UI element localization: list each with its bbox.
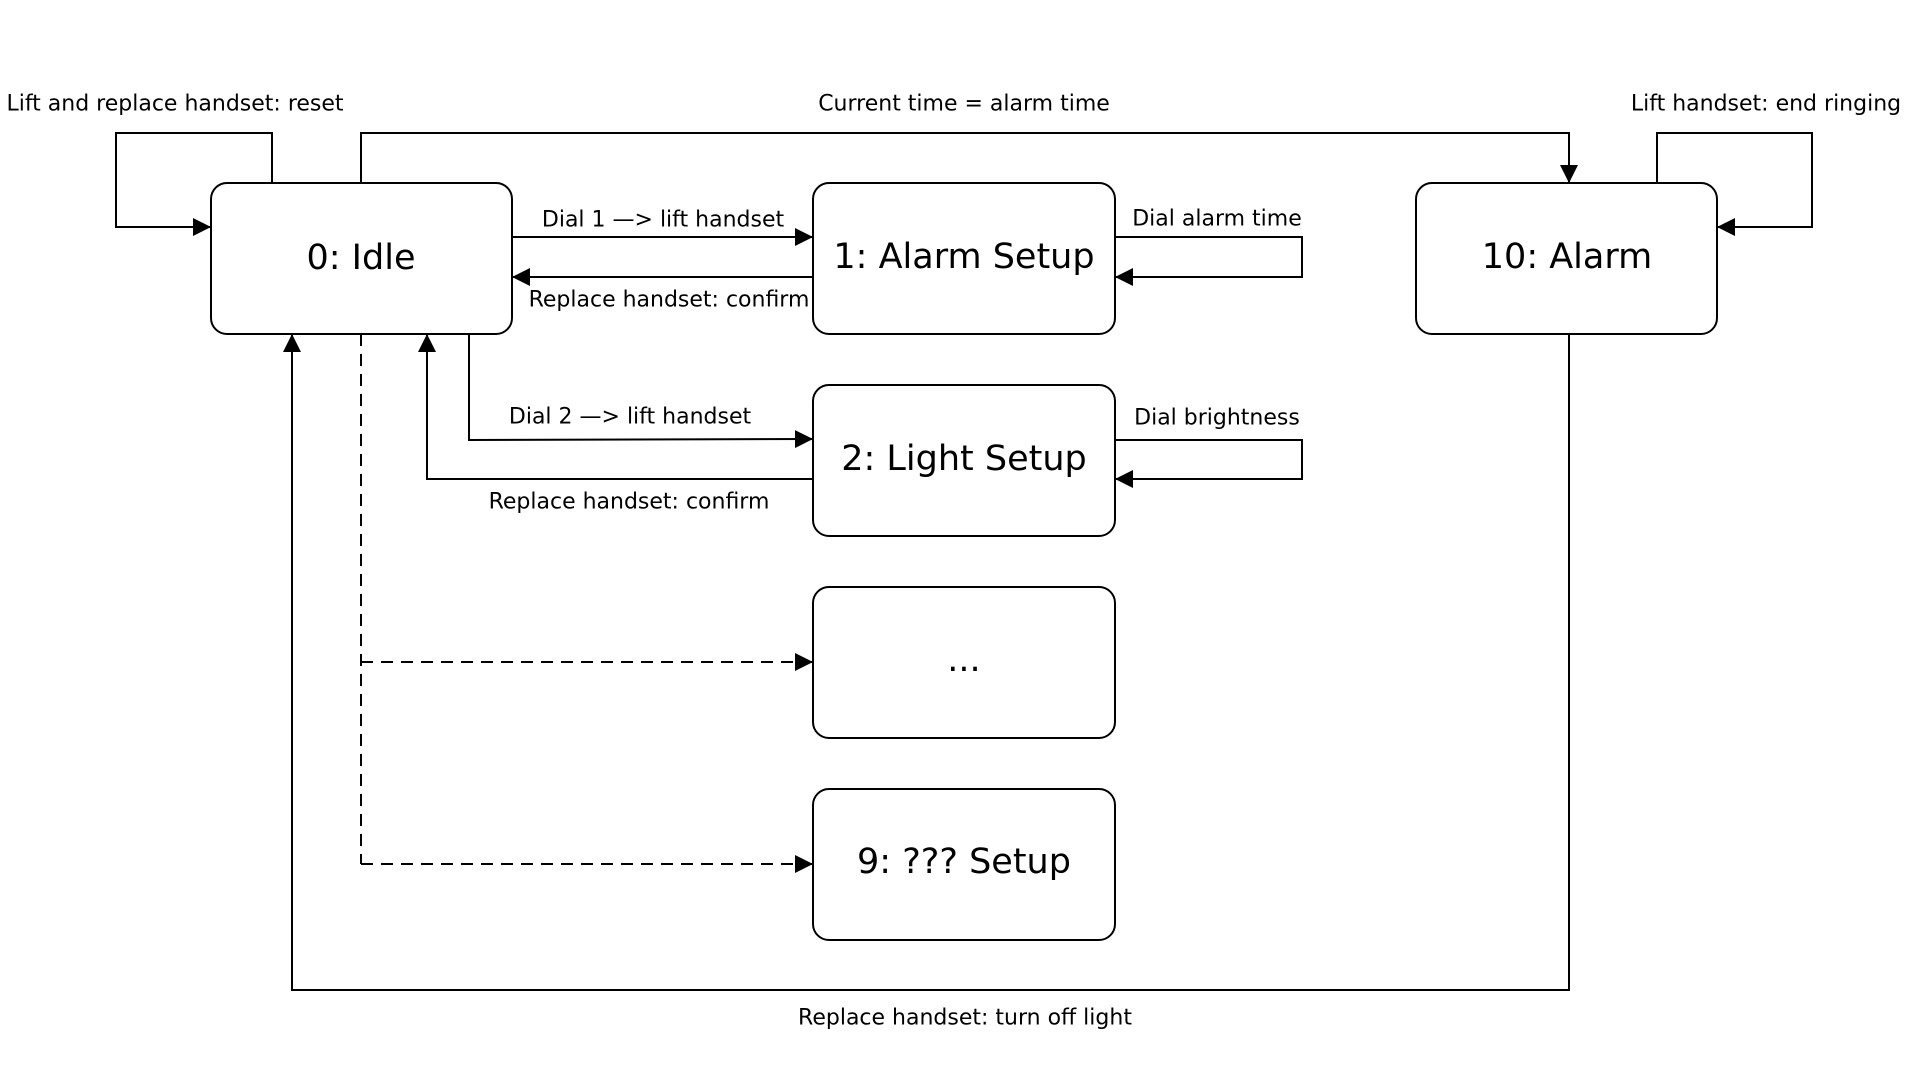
edge-light-setup-self-loop <box>1115 439 1303 488</box>
edge-alarm-self-loop <box>1656 132 1813 236</box>
label-alarm-self-loop: Lift handset: end ringing <box>1631 92 1901 117</box>
edge-alarm-to-idle <box>283 334 1570 991</box>
label-idle-to-alarm: Current time = alarm time <box>818 92 1110 117</box>
state-idle: 0: Idle <box>210 182 513 335</box>
state-ellipsis-label: ... <box>947 640 980 680</box>
label-idle-to-light-setup: Dial 2 —> lift handset <box>509 405 752 430</box>
edge-idle-to-alarm <box>360 132 1578 183</box>
state-idle-label: 0: Idle <box>307 238 416 278</box>
label-alarm-to-idle: Replace handset: turn off light <box>798 1006 1132 1031</box>
label-idle-to-alarm-setup: Dial 1 —> lift handset <box>542 208 785 233</box>
label-alarm-setup-self-loop: Dial alarm time <box>1132 207 1302 232</box>
state-light-setup-label: 2: Light Setup <box>841 439 1087 479</box>
state-alarm-setup-label: 1: Alarm Setup <box>833 237 1094 277</box>
label-idle-self-loop: Lift and replace handset: reset <box>6 92 343 117</box>
state-other-setup: 9: ??? Setup <box>812 788 1116 941</box>
state-alarm-setup: 1: Alarm Setup <box>812 182 1116 335</box>
label-light-setup-self-loop: Dial brightness <box>1134 406 1300 431</box>
edge-idle-self-loop <box>115 132 273 236</box>
label-alarm-setup-to-idle: Replace handset: confirm <box>529 288 810 313</box>
label-light-setup-to-idle: Replace handset: confirm <box>489 490 770 515</box>
state-light-setup: 2: Light Setup <box>812 384 1116 537</box>
edge-light-setup-to-idle <box>418 334 813 480</box>
state-alarm-label: 10: Alarm <box>1482 237 1652 277</box>
edge-alarm-setup-self-loop <box>1115 236 1303 286</box>
state-alarm: 10: Alarm <box>1415 182 1718 335</box>
edge-idle-to-light-setup <box>468 334 814 449</box>
state-ellipsis: ... <box>812 586 1116 739</box>
state-other-setup-label: 9: ??? Setup <box>857 842 1071 882</box>
